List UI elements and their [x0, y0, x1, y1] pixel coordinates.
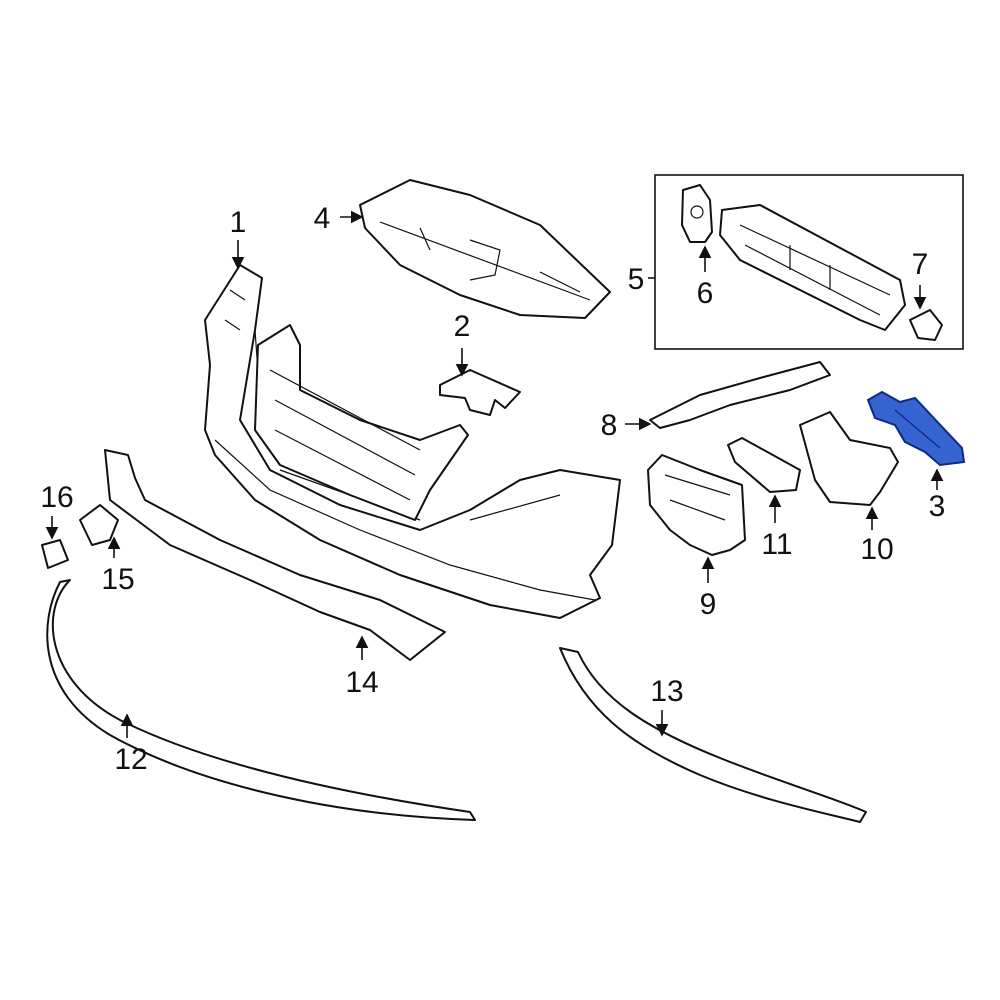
callout-6[interactable]: 6 [697, 277, 714, 310]
part-12-lower-strip[interactable] [46, 579, 476, 821]
part-5-absorber[interactable] [719, 204, 906, 331]
part-13-lower-strip[interactable] [559, 647, 867, 823]
callout-11[interactable]: 11 [761, 528, 792, 561]
part-5-group-box [654, 174, 964, 350]
callout-9[interactable]: 9 [700, 588, 717, 621]
part-9-bracket[interactable] [647, 454, 746, 556]
part-14-lower-panel[interactable] [104, 449, 446, 661]
callout-4[interactable]: 4 [314, 202, 331, 235]
callout-8[interactable]: 8 [601, 409, 618, 442]
leader-lines [45, 210, 944, 738]
part-3-bracket-highlighted[interactable] [866, 390, 966, 467]
callout-15[interactable]: 15 [101, 563, 134, 596]
part-4-upper-cover[interactable] [359, 179, 611, 319]
grille-support-frame [254, 324, 469, 521]
callout-14[interactable]: 14 [345, 666, 378, 699]
part-15-clip[interactable] [79, 504, 119, 546]
part-10-guide[interactable] [799, 411, 899, 506]
part-2-bracket[interactable] [439, 369, 521, 416]
part-11-bracket[interactable] [727, 437, 801, 493]
part-16-cap[interactable] [41, 539, 69, 569]
callout-5[interactable]: 5 [628, 263, 645, 296]
callout-12[interactable]: 12 [114, 743, 147, 776]
part-7-clip[interactable] [909, 309, 943, 341]
callout-10[interactable]: 10 [860, 533, 893, 566]
part-6-bracket[interactable] [681, 184, 713, 243]
callout-16[interactable]: 16 [40, 481, 73, 514]
callout-7[interactable]: 7 [912, 248, 929, 281]
callout-13[interactable]: 13 [650, 675, 683, 708]
callout-1[interactable]: 1 [230, 206, 247, 239]
part-8-reinforcement[interactable] [649, 361, 831, 429]
callout-2[interactable]: 2 [454, 310, 471, 343]
callout-3[interactable]: 3 [929, 490, 946, 523]
